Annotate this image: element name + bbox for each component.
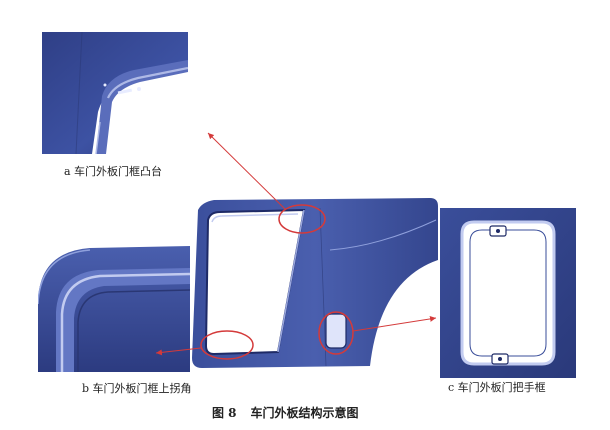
caption-a: a 车门外板门框凸台 xyxy=(64,165,163,178)
door-outer-panel-image xyxy=(180,190,442,370)
figure-caption: 图 8 车门外板结构示意图 xyxy=(212,404,373,421)
detail-image-handle-frame xyxy=(440,208,576,378)
caption-b: b 车门外板门框上拐角 xyxy=(82,382,192,395)
detail-image-upper-corner xyxy=(38,244,190,372)
figure-title: 车门外板结构示意图 xyxy=(250,406,359,420)
annotation-upper-corner xyxy=(155,330,254,360)
caption-c: c 车门外板门把手框 xyxy=(448,381,546,394)
figure-number: 图 8 xyxy=(212,406,237,420)
annotation-handle-frame xyxy=(318,311,437,355)
detail-image-frame-boss xyxy=(42,32,188,154)
annotation-frame-boss xyxy=(207,132,326,234)
